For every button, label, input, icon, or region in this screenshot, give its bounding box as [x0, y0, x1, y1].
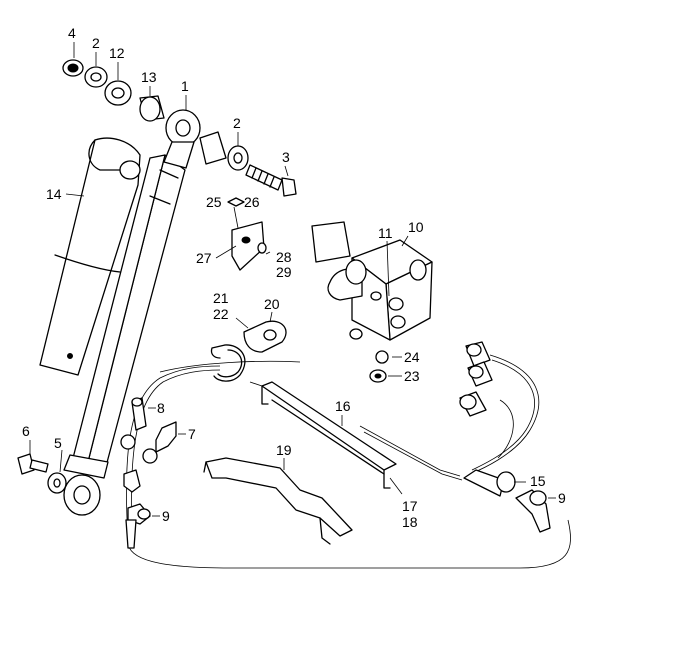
label-6: 6	[22, 423, 30, 439]
label-18: 18	[402, 514, 418, 530]
label-2-left: 2	[92, 35, 100, 51]
label-21: 21	[213, 290, 229, 306]
label-17: 17	[402, 498, 418, 514]
label-3: 3	[282, 149, 290, 165]
part-labels: 4 2 12 13 1 2 3 14 25 26 27 28 29 11 10 …	[22, 25, 566, 530]
label-12: 12	[109, 45, 125, 61]
label-24: 24	[404, 349, 420, 365]
bracket-19	[203, 457, 353, 545]
label-16: 16	[335, 398, 351, 414]
label-5: 5	[54, 435, 62, 451]
label-20: 20	[264, 296, 280, 312]
label-15: 15	[530, 473, 546, 489]
pin-hardware-top-right	[199, 131, 297, 197]
label-28: 28	[276, 249, 292, 265]
bracket-16	[261, 381, 397, 489]
hydraulic-hose-loop	[126, 354, 571, 569]
hydraulic-cylinder	[63, 109, 201, 516]
label-2-right: 2	[233, 115, 241, 131]
valve-block	[311, 221, 433, 383]
label-1: 1	[181, 78, 189, 94]
label-26: 26	[244, 194, 260, 210]
hose-clamp	[243, 320, 287, 353]
label-10: 10	[408, 219, 424, 235]
lift-arm	[39, 137, 141, 376]
label-7: 7	[188, 426, 196, 442]
label-14: 14	[46, 186, 62, 202]
label-4: 4	[68, 25, 76, 41]
pin-hardware-top-left	[62, 59, 165, 122]
label-22: 22	[213, 306, 229, 322]
label-9-right: 9	[558, 490, 566, 506]
label-19: 19	[276, 442, 292, 458]
label-27: 27	[196, 250, 212, 266]
open-ring-clip	[210, 344, 246, 382]
fittings-left	[120, 397, 177, 549]
leader-lines	[29, 42, 556, 517]
label-8: 8	[157, 400, 165, 416]
label-11: 11	[378, 225, 393, 241]
label-29: 29	[276, 264, 292, 280]
label-23: 23	[404, 368, 420, 384]
label-25: 25	[206, 194, 222, 210]
fittings-right	[459, 341, 551, 533]
mounting-clip	[227, 197, 267, 271]
bolt-6-washer-5	[17, 453, 67, 494]
label-9-left: 9	[162, 508, 170, 524]
label-13: 13	[141, 69, 157, 85]
